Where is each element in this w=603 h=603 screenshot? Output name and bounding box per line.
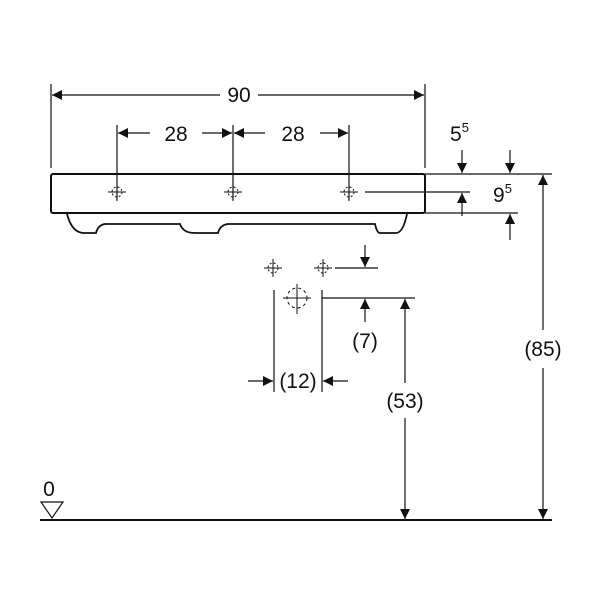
dim-hole-spacing-right: 28 bbox=[281, 123, 304, 146]
basin-underside bbox=[66, 213, 408, 234]
dim-rim-to-hole-sup: 5 bbox=[462, 120, 469, 135]
dim-rim-to-hole: 55 bbox=[450, 120, 469, 146]
dim-drain-height: (53) bbox=[386, 390, 423, 413]
floor-level-label: 0 bbox=[43, 478, 55, 501]
dim-rim-height: 95 bbox=[493, 181, 512, 207]
dim-rim-height-from-floor: (85) bbox=[524, 338, 561, 361]
tap-hole-center bbox=[223, 182, 243, 202]
dimension-lines bbox=[39, 84, 552, 521]
dim-hole-spacing-left: 28 bbox=[164, 123, 187, 146]
dim-rim-height-sup: 5 bbox=[505, 181, 512, 196]
dim-drain-width: (12) bbox=[279, 370, 316, 393]
dim-total-width: 90 bbox=[227, 84, 250, 107]
floor-level-triangle bbox=[39, 501, 65, 520]
dim-rim-to-hole-main: 5 bbox=[450, 123, 462, 146]
tap-hole-left bbox=[107, 182, 127, 202]
dim-rim-height-main: 9 bbox=[493, 184, 505, 207]
drain-point bbox=[283, 284, 311, 314]
supply-point-left bbox=[263, 258, 283, 278]
supply-point-right bbox=[313, 258, 333, 278]
basin-body bbox=[50, 173, 426, 214]
dim-drain-offset: (7) bbox=[352, 330, 378, 353]
tap-hole-right bbox=[339, 182, 359, 202]
